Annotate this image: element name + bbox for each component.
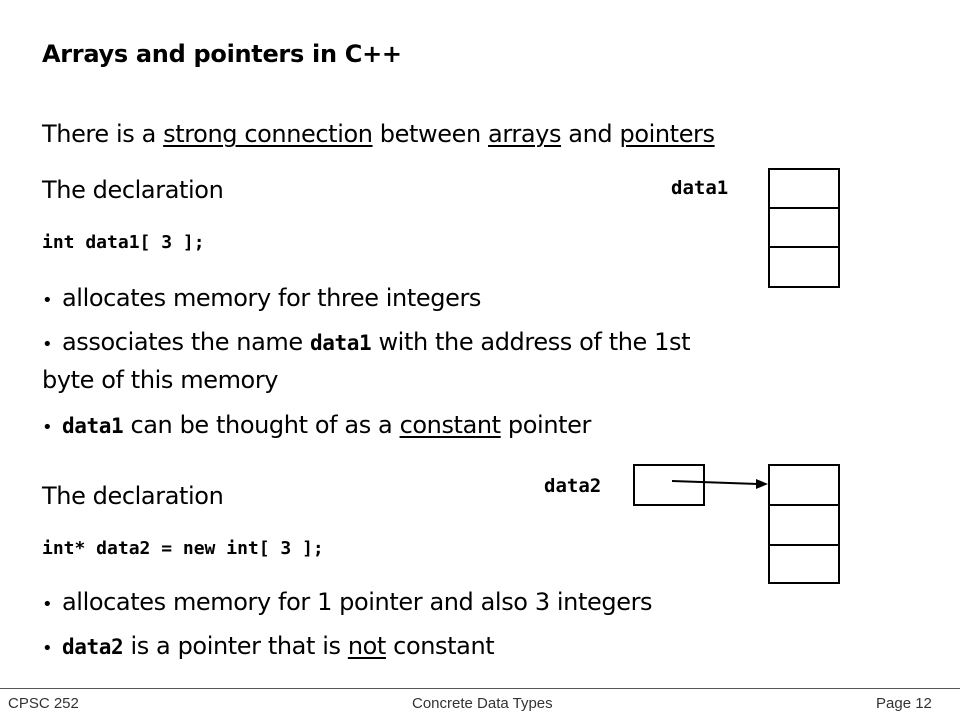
data2-pointer-box — [633, 464, 705, 506]
data2-diagram-label: data2 — [544, 475, 602, 497]
bullet-icon: • — [42, 334, 53, 355]
bullet-underlined-not: not — [347, 632, 387, 660]
footer-divider — [0, 688, 960, 689]
intro-text: and — [561, 120, 620, 148]
intro-underlined-arrays: arrays — [488, 120, 562, 148]
bullet-icon: • — [42, 290, 53, 311]
bullet-icon: • — [42, 417, 53, 438]
data1-array-boxes — [768, 168, 840, 288]
bullet-text: is a pointer that is — [123, 632, 348, 660]
section2-code: int* data2 = new int[ 3 ]; — [42, 538, 324, 559]
section1-bullet-1: • allocates memory for three integers — [42, 284, 481, 312]
bullet-text: allocates memory for three integers — [62, 284, 482, 312]
bullet-text: associates the name — [62, 328, 310, 356]
section1-bullet-3: • data1 can be thought of as a constant p… — [42, 411, 591, 439]
section2-bullet-2: • data2 is a pointer that is not constant — [42, 632, 495, 660]
data1-cell-0 — [768, 168, 840, 209]
bullet-icon: • — [42, 594, 53, 615]
data2-cell-1 — [768, 504, 840, 546]
data2-array-boxes — [768, 464, 840, 584]
bullet-text: with the address of the 1st — [371, 328, 691, 356]
data2-cell-2 — [768, 544, 840, 584]
bullet-code: data1 — [62, 414, 124, 438]
bullet-text: pointer — [500, 411, 591, 439]
data2-cell-0 — [768, 464, 840, 506]
bullet-code: data2 — [62, 635, 124, 659]
slide-title: Arrays and pointers in C++ — [42, 40, 402, 68]
pointer-arrow — [671, 479, 768, 489]
section1-bullet-2-continuation: byte of this memory — [42, 366, 279, 394]
footer-topic: Concrete Data Types — [412, 695, 553, 712]
footer-page-number: Page 12 — [876, 695, 932, 712]
bullet-code: data1 — [310, 331, 372, 355]
intro-underlined-pointers: pointers — [619, 120, 715, 148]
arrow-head-icon — [756, 479, 768, 489]
section1-heading: The declaration — [42, 176, 224, 204]
data2-pointer-cell — [633, 464, 705, 506]
intro-sentence: There is a strong connection between arr… — [42, 120, 715, 148]
bullet-text: allocates memory for 1 pointer and also … — [62, 588, 653, 616]
bullet-icon: • — [42, 638, 53, 659]
data1-diagram-label: data1 — [671, 177, 729, 199]
intro-text: There is a — [42, 120, 164, 148]
intro-text: between — [372, 120, 489, 148]
data1-cell-1 — [768, 207, 840, 248]
section1-bullet-2: • associates the name data1 with the addr… — [42, 328, 690, 356]
section2-bullet-1: • allocates memory for 1 pointer and also… — [42, 588, 653, 616]
bullet-text: can be thought of as a — [123, 411, 400, 439]
footer-course: CPSC 252 — [8, 695, 79, 712]
intro-underlined-strong-connection: strong connection — [163, 120, 373, 148]
section2-heading: The declaration — [42, 482, 224, 510]
data1-cell-2 — [768, 246, 840, 288]
bullet-underlined-constant: constant — [399, 411, 502, 439]
section1-code: int data1[ 3 ]; — [42, 232, 205, 253]
bullet-text: constant — [385, 632, 495, 660]
